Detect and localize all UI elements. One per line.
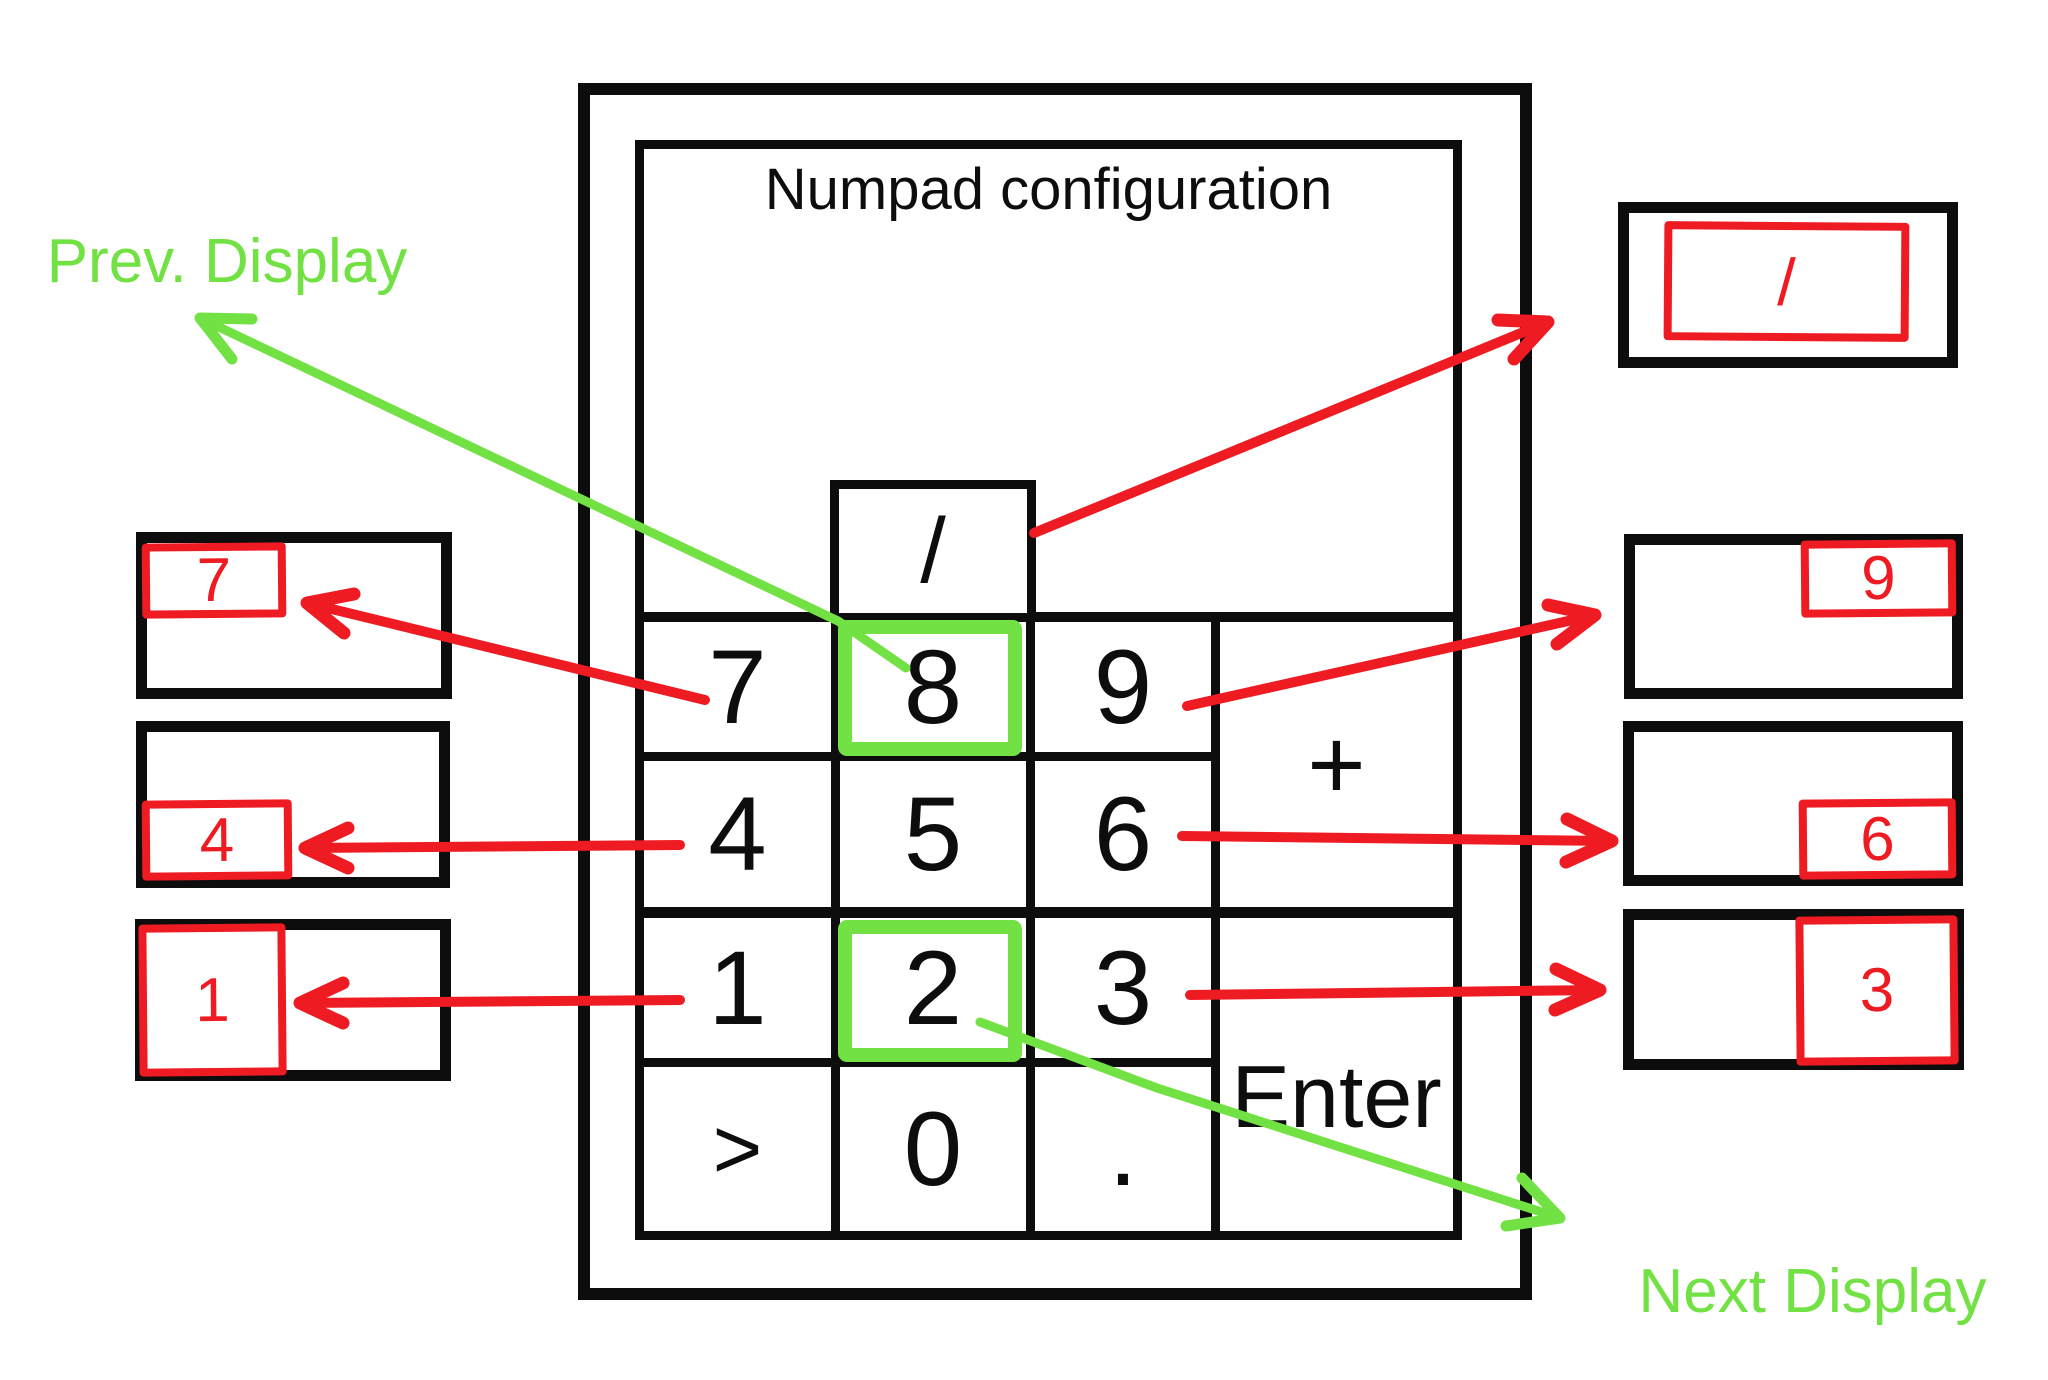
display-active-region-7: 7	[141, 542, 287, 619]
right-display-box-3	[1623, 909, 1964, 1070]
key-8: 8	[903, 628, 963, 746]
grid-line-row1-row2	[635, 752, 1220, 761]
display-active-region-4: 4	[141, 799, 293, 881]
prev-display-label: Prev. Display	[46, 227, 408, 296]
key-6: 6	[1093, 775, 1153, 893]
grid-line-row2-row3	[635, 907, 1462, 918]
display-active-region-9: 9	[1800, 539, 1957, 618]
grid-line-col2-col3	[1026, 612, 1035, 1240]
key-5: 5	[903, 775, 963, 893]
key-7: 7	[708, 628, 767, 746]
display-active-region-3: 3	[1795, 915, 1959, 1066]
arrowhead-icon	[1541, 598, 1602, 651]
grid-line-col1-col2	[831, 612, 840, 1240]
left-display-box-4	[136, 721, 450, 888]
grid-line-row3-row4	[635, 1058, 1220, 1067]
right-display-box-9	[1624, 534, 1963, 699]
greater-key: >	[712, 1101, 763, 1197]
key-0: 0	[903, 1090, 963, 1208]
grid-line-top	[635, 612, 1462, 622]
display-active-region-6: 6	[1798, 798, 1957, 880]
period-key: .	[1108, 1090, 1138, 1208]
key-1: 1	[708, 929, 767, 1047]
slash-key: /	[920, 500, 946, 602]
display-active-region-1: 1	[138, 923, 287, 1077]
plus-key: +	[1307, 708, 1366, 821]
diagram-title: Numpad configuration	[764, 157, 1333, 222]
key-3: 3	[1093, 929, 1153, 1047]
enter-key: Enter	[1231, 1047, 1442, 1146]
arrowhead-icon	[1548, 962, 1607, 1017]
arrowhead-icon	[194, 312, 258, 365]
right-display-box-6	[1623, 721, 1963, 886]
key-4: 4	[708, 775, 767, 893]
right-display-box-slash	[1618, 202, 1958, 368]
grid-line-col3-col4	[1211, 612, 1220, 1240]
key-9: 9	[1093, 628, 1153, 746]
display-active-region-slash: /	[1663, 221, 1910, 342]
next-display-label: Next Display	[1638, 1257, 1987, 1326]
key-2: 2	[903, 929, 963, 1047]
arrowhead-icon	[1559, 812, 1619, 869]
